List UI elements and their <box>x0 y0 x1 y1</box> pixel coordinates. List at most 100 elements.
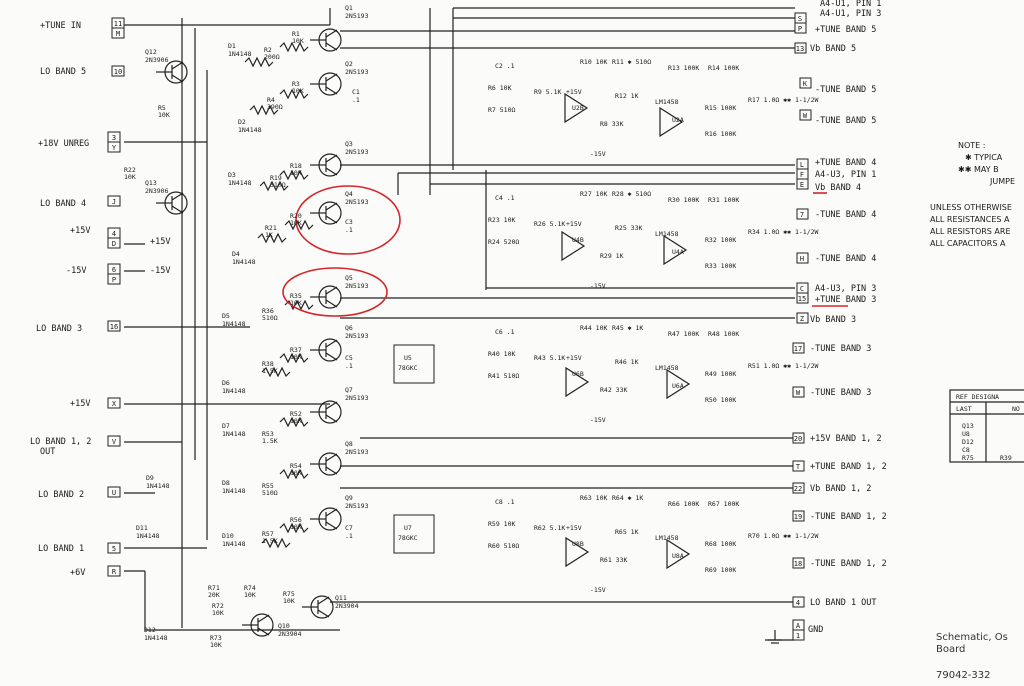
diode-ref: D11 <box>136 524 148 532</box>
output-label: -TUNE BAND 4 <box>815 210 876 220</box>
output-label: +15V BAND 1, 2 <box>810 434 882 444</box>
connector-pin: 17 <box>794 345 802 353</box>
regulator-ref: U5 <box>404 354 412 362</box>
block-capacitor: C8 .1 <box>495 498 515 506</box>
diode-ref: D9 <box>146 474 154 482</box>
red-circle-q5 <box>282 267 388 317</box>
diode-ref: D3 <box>228 171 236 179</box>
block-resistor: R70 1.0Ω ✱✱ 1-1/2W <box>748 532 819 540</box>
connector-pin: 22 <box>794 485 802 493</box>
resistor-value: 10K <box>244 591 256 599</box>
diode-part: 1N4148 <box>222 487 246 495</box>
resistor-ref: R56 <box>290 516 302 524</box>
diode-part: 1N4148 <box>228 50 252 58</box>
block-resistor: R60 510Ω <box>488 542 519 550</box>
resistor-value: 510Ω <box>262 489 278 497</box>
connector-pin: K <box>803 80 808 88</box>
diode-ref: D7 <box>222 422 230 430</box>
opamp-part: LM1458 <box>655 98 679 106</box>
ref-table-cell: R39 <box>1000 454 1012 462</box>
note-line: ✱ TYPICA <box>965 153 1003 162</box>
input-label: LO BAND 4 <box>40 199 86 209</box>
transistor-part: 2N5193 <box>345 12 369 20</box>
input-label: +15V <box>70 399 90 409</box>
resistor-value: 1.5K <box>262 537 278 545</box>
resistor-ref: R52 <box>290 410 302 418</box>
input-label: LO BAND 1, 2 <box>30 437 91 447</box>
opamp-unit: U8A <box>672 552 684 560</box>
connector-pin: R <box>112 568 117 576</box>
connector-pin: T <box>796 463 801 471</box>
resistor-ref: R22 <box>124 166 136 174</box>
note-title: NOTE : <box>958 141 985 150</box>
resistor-value: 10K <box>290 353 302 361</box>
connector-pin: 3 <box>112 134 116 142</box>
ref-table-cell: C8 <box>962 446 970 454</box>
connector-pin: 4 <box>112 230 116 238</box>
supply-label: -15V <box>590 150 606 158</box>
resistor-value: 10K <box>292 87 304 95</box>
opamp-part: LM1458 <box>655 534 679 542</box>
resistor-ref: R75 <box>283 590 295 598</box>
bus-wires <box>124 7 795 641</box>
connector-pin: M <box>116 30 120 38</box>
connector-pin: 13 <box>796 45 804 53</box>
opamp-unit: U2A <box>672 116 684 124</box>
connector-pin: W <box>803 112 808 120</box>
diode-part: 1N4148 <box>228 179 252 187</box>
drawing-number: 79042-332 <box>936 670 991 681</box>
output-label: GND <box>808 625 823 635</box>
output-label: Vb BAND 5 <box>810 44 856 54</box>
output-label: +TUNE BAND 3 <box>815 295 876 305</box>
diode-ref: D6 <box>222 379 230 387</box>
ref-designator-table <box>949 389 1024 463</box>
block-resistor: R49 100K <box>705 370 736 378</box>
opamp-unit: U4B <box>572 236 584 244</box>
diode-ref: D5 <box>222 312 230 320</box>
block-resistor: R65 1K <box>615 528 639 536</box>
red-circle-q4 <box>295 185 401 255</box>
transistor-ref: Q2 <box>345 60 353 68</box>
block-resistor: R64 ✱ 1K <box>612 494 643 502</box>
output-label: +TUNE BAND 1, 2 <box>810 462 887 472</box>
block-resistor: R6 10K <box>488 84 512 92</box>
connector-pin: E <box>800 181 804 189</box>
output-label: A4-U1, PIN 3 <box>820 9 881 19</box>
resistor-value: 1K <box>265 231 273 239</box>
transistor-part: 2N5193 <box>345 198 369 206</box>
capacitor-ref: C5 <box>345 354 353 362</box>
note-line: ALL CAPACITORS A <box>930 239 1006 248</box>
capacitor-value: .1 <box>352 96 360 104</box>
ref-table-cell: U8 <box>962 430 970 438</box>
right-connector-boxes <box>792 12 812 641</box>
connector-pin: 1 <box>796 632 800 640</box>
transistor-part: 2N5193 <box>345 332 369 340</box>
block-resistor: R40 10K <box>488 350 515 358</box>
diode-ref: D4 <box>232 250 240 258</box>
diode-ref: D2 <box>238 118 246 126</box>
resistor-value: 20K <box>208 591 220 599</box>
output-label: LO BAND 1 OUT <box>810 598 877 608</box>
block-resistor: R59 10K <box>488 520 515 528</box>
opamp-unit: U2B <box>572 104 584 112</box>
block-resistor: R14 100K <box>708 64 739 72</box>
resistor-value: 510Ω <box>262 314 278 322</box>
block-resistor: R30 100K <box>668 196 699 204</box>
connector-pin: P <box>798 25 802 33</box>
input-label: LO BAND 5 <box>40 67 86 77</box>
block-capacitor: C2 .1 <box>495 62 515 70</box>
connector-pin: 7 <box>800 211 804 219</box>
connector-pin: C <box>800 285 804 293</box>
block-resistor: R50 100K <box>705 396 736 404</box>
connector-pin: 11 <box>114 20 122 28</box>
resistor-ref: R71 <box>208 584 220 592</box>
left-connector-boxes <box>107 17 125 577</box>
diode-ref: D8 <box>222 479 230 487</box>
block-resistor: R61 33K <box>600 556 627 564</box>
diode-ref: D10 <box>222 532 234 540</box>
supply-label: +15V <box>566 524 582 532</box>
note-line: ✱✱ MAY B <box>958 165 999 174</box>
connector-pin: 15 <box>798 295 806 303</box>
capacitor-value: .1 <box>345 532 353 540</box>
output-label: -TUNE BAND 1, 2 <box>810 512 887 522</box>
